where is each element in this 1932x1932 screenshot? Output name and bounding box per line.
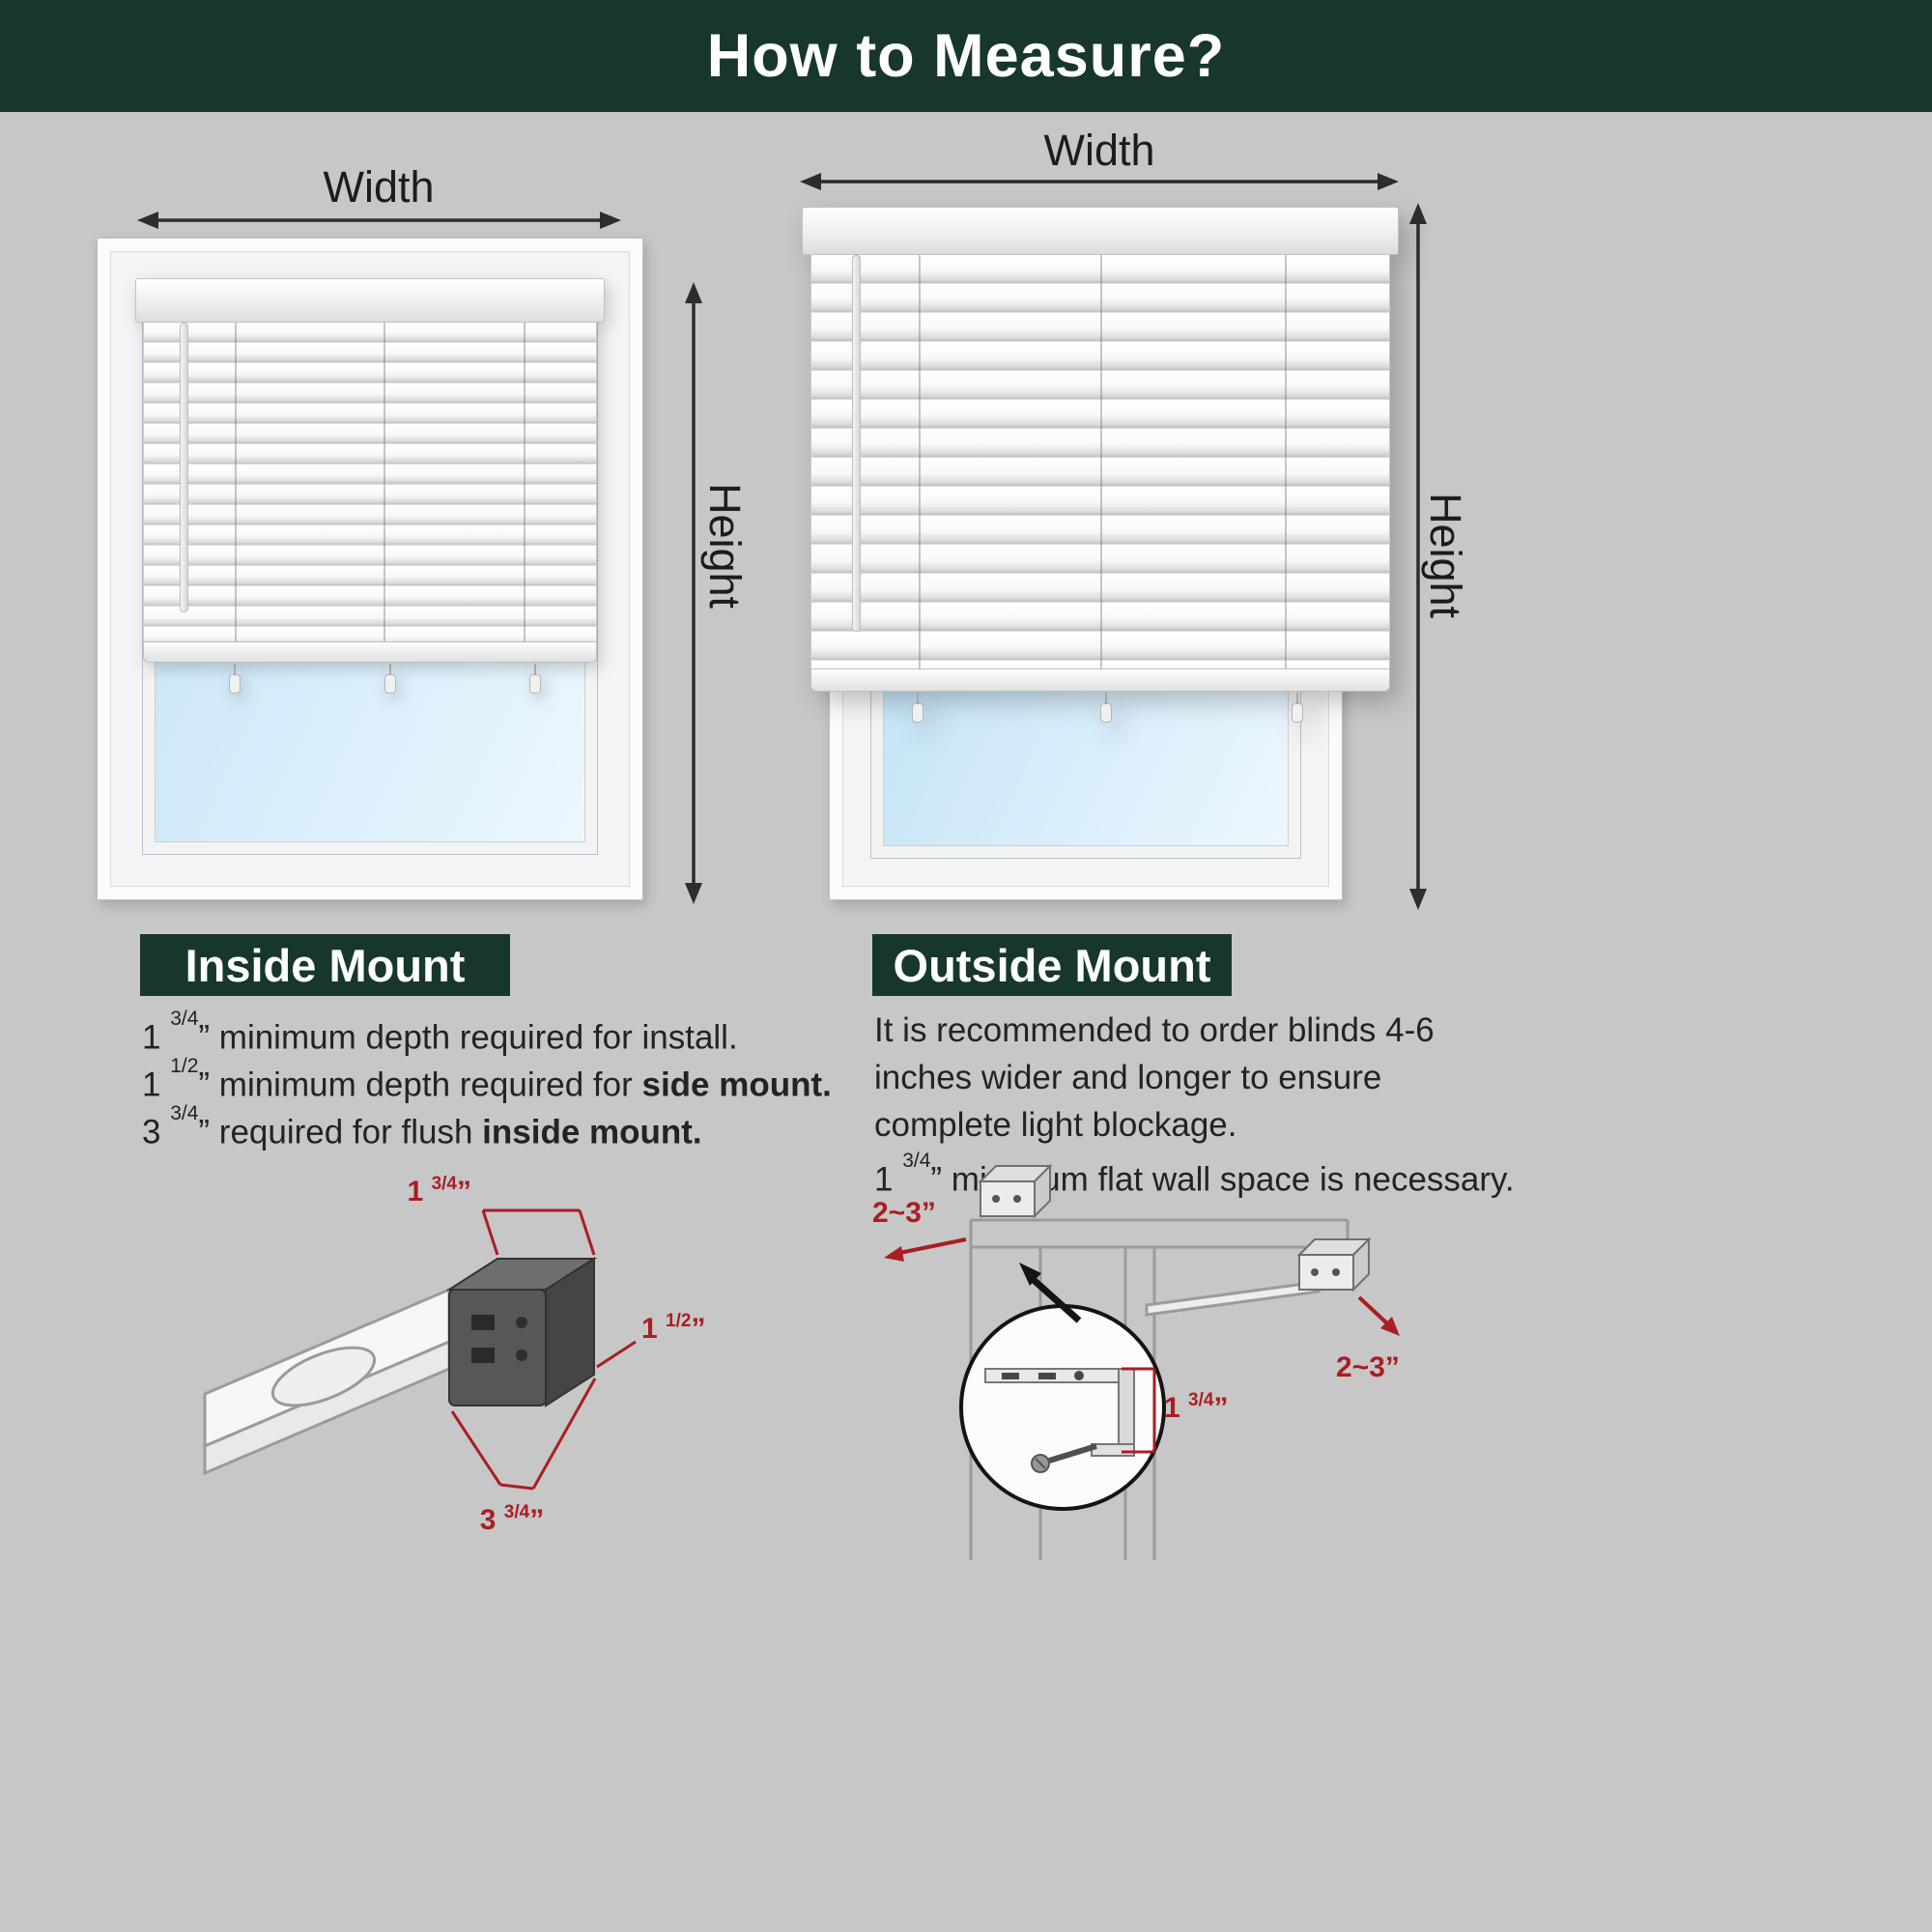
outside-width-arrow	[800, 173, 1399, 190]
note-text: ” minimum depth required for install.	[198, 1018, 738, 1057]
note-bold: side mount.	[641, 1065, 832, 1104]
outside-note-1: It is recommended to order blinds 4-6	[874, 1011, 1435, 1049]
outside-blinds-illustration	[802, 207, 1399, 733]
note-fraction: 3/4	[170, 1008, 199, 1030]
blinds-headrail	[135, 278, 605, 323]
outside-note-2: inches wider and longer to ensure	[874, 1059, 1382, 1096]
note-fraction: 3/4	[170, 1102, 199, 1124]
lift-cord	[384, 323, 386, 641]
inside-width-label: Width	[323, 162, 435, 212]
dim-label-clearance-left: 2~3”	[872, 1197, 936, 1229]
inside-mount-notes: 1 3/4” minimum depth required for instal…	[142, 1007, 832, 1151]
lift-cord	[1285, 255, 1288, 668]
pointer-arrow	[1019, 1263, 1082, 1323]
cord-tassel	[384, 664, 396, 694]
wall-space-dimension	[1122, 1367, 1156, 1454]
wall-bracket-left	[978, 1163, 1053, 1219]
tilt-wand	[180, 323, 188, 612]
note-number: 1	[142, 1065, 171, 1104]
inside-note-2: 1 1/2” minimum depth required for side m…	[142, 1054, 832, 1104]
dim-label-flush-depth: 3 3/4”	[480, 1502, 544, 1536]
mount-bracket	[445, 1257, 598, 1407]
cord-tassel	[912, 693, 924, 723]
inside-bracket-diagram: 1 3/4” 1 1/2” 3 3/4”	[203, 1174, 705, 1536]
cord-tassel	[529, 664, 542, 694]
dim-label-clearance-right: 2~3”	[1336, 1351, 1400, 1383]
page-title: How to Measure?	[706, 22, 1226, 90]
inside-mount-heading: Inside Mount	[140, 934, 510, 996]
note-text: ” minimum depth required for	[198, 1065, 642, 1104]
cord-tassel	[229, 664, 242, 694]
inside-blinds-illustration	[135, 278, 605, 709]
note-bold: inside mount.	[482, 1113, 702, 1151]
outside-mount-heading: Outside Mount	[872, 934, 1232, 996]
outside-height-label: Height	[1421, 492, 1470, 619]
outside-width-label: Width	[1043, 126, 1155, 175]
lift-cord	[918, 255, 921, 668]
tilt-wand	[852, 255, 861, 632]
headrail-outline	[203, 1287, 451, 1476]
header: How to Measure?	[0, 0, 1932, 112]
lift-cord	[1100, 255, 1102, 668]
dim-label-side-mount-depth: 1 1/2”	[641, 1311, 705, 1345]
note-fraction: 3/4	[902, 1150, 931, 1172]
inside-height-arrow	[685, 282, 702, 904]
outside-note-3: complete light blockage.	[874, 1106, 1237, 1144]
inside-width-arrow	[137, 212, 621, 229]
inside-note-1: 1 3/4” minimum depth required for instal…	[142, 1007, 832, 1057]
cord-tassel	[1291, 693, 1303, 723]
note-number: 1	[142, 1018, 171, 1057]
note-text: ” required for flush	[198, 1113, 483, 1151]
wall-bracket-right	[1296, 1236, 1372, 1293]
bracket-detail	[984, 1368, 1135, 1473]
inside-note-3: 3 3/4” required for flush inside mount.	[142, 1101, 832, 1151]
dim-label-install-depth: 1 3/4”	[408, 1174, 471, 1208]
outside-height-arrow	[1409, 203, 1427, 910]
note-fraction: 1/2	[170, 1055, 199, 1077]
lift-cord	[524, 323, 526, 641]
note-number: 3	[142, 1113, 171, 1151]
cord-tassel	[1100, 693, 1112, 723]
dim-label-wall-space: 1 3/4”	[1164, 1390, 1228, 1424]
outside-bracket-diagram: 2~3” 2~3” 1 3/4”	[872, 1163, 1400, 1560]
blinds-bottom-rail	[810, 668, 1390, 692]
note-number: 1	[874, 1160, 903, 1199]
blinds-headrail	[802, 207, 1399, 255]
blinds-slats	[810, 255, 1390, 668]
blinds-bottom-rail	[143, 641, 597, 663]
dimension-lines	[450, 1208, 637, 1491]
lift-cord	[234, 323, 237, 641]
clearance-arrows	[884, 1237, 1400, 1336]
blinds-slats	[143, 323, 597, 641]
inside-height-label: Height	[700, 482, 750, 610]
